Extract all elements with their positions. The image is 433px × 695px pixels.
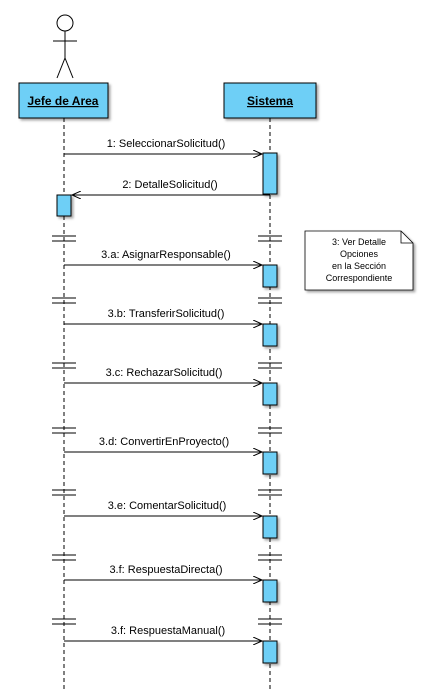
message-label: 3.d: ConvertirEnProyecto() [99,436,229,448]
actor-icon [53,14,77,79]
message-1: 1: SeleccionarSolicitud() [64,138,262,154]
activation-bar [262,640,278,664]
message-3b: 3.b: TransferirSolicitud() [64,308,262,324]
message-label: 3.b: TransferirSolicitud() [108,308,225,320]
activation-bar [262,579,278,603]
activation-bar [262,451,278,475]
message-2: 2: DetalleSolicitud() [72,179,270,195]
message-label: 3.f: RespuestaManual() [111,625,225,637]
message-3f-manual: 3.f: RespuestaManual() [64,625,262,641]
activation-bar [262,152,278,195]
lifeline-header-sistema: Sistema [223,82,317,119]
lifeline-header-jefe: Jefe de Area [18,82,109,119]
message-3d: 3.d: ConvertirEnProyecto() [64,436,262,452]
message-label: 3.c: RechazarSolicitud() [106,367,223,379]
message-3a: 3.a: AsignarResponsable() [64,249,262,265]
note: 3: Ver Detalle Opciones en la Sección Co… [304,230,414,291]
message-label: 2: DetalleSolicitud() [122,179,217,191]
message-3f-directa: 3.f: RespuestaDirecta() [64,564,262,580]
lifeline-break-markers [52,235,282,625]
message-label: 3.e: ComentarSolicitud() [108,500,227,512]
activation-bar [262,382,278,406]
note-line: en la Sección [332,261,386,271]
lifeline-title-sistema: Sistema [247,94,293,108]
note-line: 3: Ver Detalle [332,237,386,247]
activation-bar [262,264,278,288]
note-line: Correspondiente [326,273,393,283]
activation-bar [262,323,278,347]
message-3e: 3.e: ComentarSolicitud() [64,500,262,516]
activation-bar [56,194,72,217]
message-label: 1: SeleccionarSolicitud() [107,138,226,150]
activation-bar [262,515,278,539]
message-label: 3.f: RespuestaDirecta() [109,564,222,576]
note-line: Opciones [340,249,379,259]
lifeline-title-jefe: Jefe de Area [28,94,99,108]
message-3c: 3.c: RechazarSolicitud() [64,367,262,383]
message-label: 3.a: AsignarResponsable() [101,249,231,261]
